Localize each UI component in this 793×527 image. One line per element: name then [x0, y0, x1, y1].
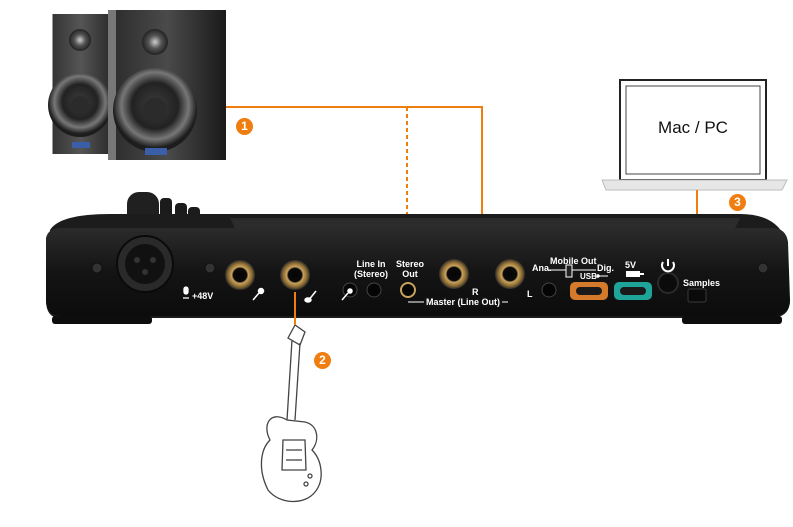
mobile-switch-icon	[548, 264, 596, 278]
mobile-out-label: Mobile Out	[550, 256, 597, 266]
laptop-screen-label: Mac / PC	[658, 118, 728, 137]
analog-label: Ana.	[532, 263, 552, 273]
phantom-power-label: +48V	[192, 291, 214, 301]
power-icon	[661, 259, 675, 273]
usb-icon	[596, 274, 608, 278]
electric-guitar	[260, 324, 322, 503]
line-in-label: Line In (Stereo)	[354, 259, 389, 279]
monitor-speaker-right	[108, 10, 226, 160]
callout-badge-2: 2	[314, 352, 331, 369]
laptop	[601, 79, 788, 191]
audio-interface	[46, 192, 790, 324]
master-line-out-label: Master (Line Out)	[424, 297, 503, 307]
left-channel-label: L	[527, 289, 533, 299]
stereo-out-label: Stereo Out	[396, 259, 425, 279]
right-channel-label: R	[472, 287, 479, 297]
dc-plug-icon	[626, 271, 644, 277]
monitor-speaker-left	[48, 14, 112, 154]
samples-label: Samples	[683, 278, 721, 288]
usb-label: USB	[580, 272, 597, 281]
mic-icon-small	[341, 288, 353, 301]
digital-label: Dig.	[597, 263, 614, 273]
guitar-icon	[304, 290, 317, 303]
callout-badge-1: 1	[236, 118, 253, 135]
five-volt-label: 5V	[625, 260, 637, 270]
callout-badge-3: 3	[729, 194, 746, 211]
mic-icon	[252, 287, 265, 301]
phantom-mic-icon	[183, 286, 189, 299]
